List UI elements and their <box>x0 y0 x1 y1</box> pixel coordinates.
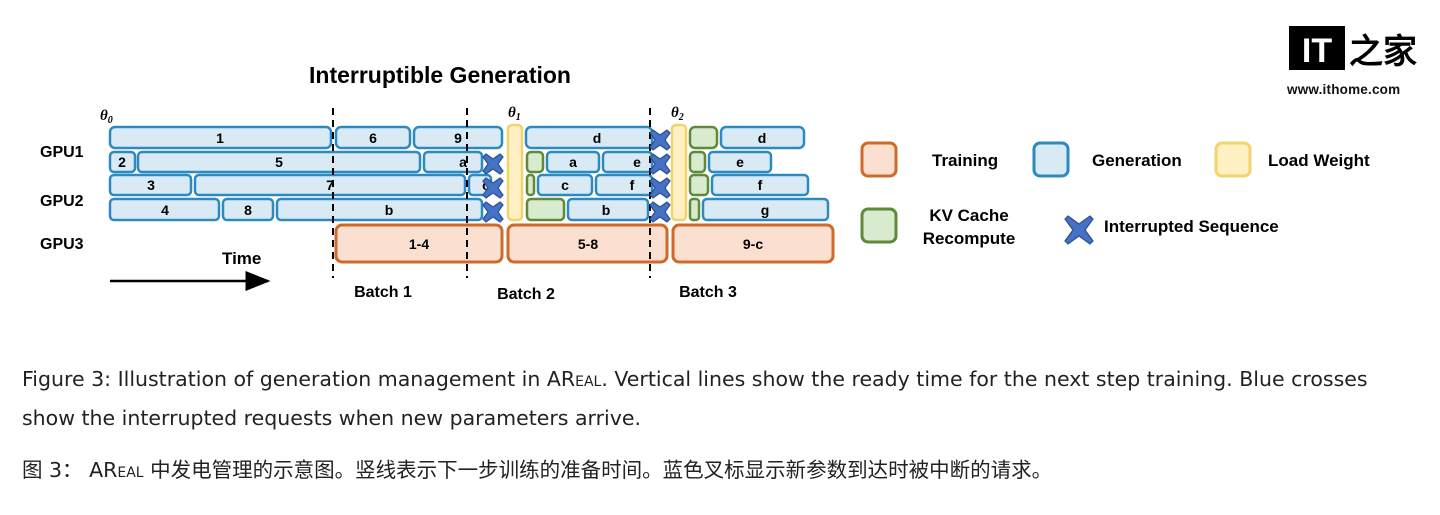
seq-a-cont-label: a <box>569 154 577 170</box>
training-batch-3-box <box>671 223 835 264</box>
seq-b-box <box>275 197 484 222</box>
caption-en-suffix: . Vertical lines show the ready time for… <box>22 367 1368 430</box>
seq-7-label: 7 <box>326 177 334 193</box>
legend-kv-cache-swatch <box>860 207 898 244</box>
seq-3-label: 3 <box>147 177 155 193</box>
seq-e-cont-box <box>707 150 773 174</box>
seq-9-box <box>412 125 504 150</box>
kv-recompute-box <box>688 150 707 174</box>
gpu1-label: GPU1 <box>40 144 84 161</box>
seq-5-box <box>136 150 422 174</box>
seq-b-cont-box <box>566 197 650 222</box>
seq-1-box <box>108 125 333 150</box>
seq-9-label: 9 <box>454 130 462 146</box>
batch-2-label: Batch 2 <box>497 286 555 303</box>
seq-3-box <box>108 173 193 197</box>
seq-c-cont-box <box>536 173 594 197</box>
batch-3-label: Batch 3 <box>679 284 737 301</box>
ithome-logo: IT 之家 <box>1289 26 1417 72</box>
logo-url: www.ithome.com <box>1287 82 1401 97</box>
figure-caption-chinese: 图 3： AReal 中发电管理的示意图。竖线表示下一步训练的准备时间。蓝色叉标… <box>22 452 1422 488</box>
seq-g-box <box>701 197 830 222</box>
caption-zh-suffix: 中发电管理的示意图。竖线表示下一步训练的准备时间。蓝色叉标显示新参数到达时被中断… <box>143 458 1053 482</box>
kv-recompute-box <box>688 197 701 222</box>
legend-interrupted-cross-icon <box>1064 215 1094 245</box>
gpu1-row2-sequences: 2 5 a a e e <box>108 150 773 174</box>
batch-1-label: Batch 1 <box>354 284 412 301</box>
caption-en-real: Real <box>560 367 602 391</box>
seq-e-box <box>601 150 654 174</box>
gpu2-label: GPU2 <box>40 193 84 210</box>
diagram-title: Interruptible Generation <box>309 62 571 88</box>
figure-caption-english: Figure 3: Illustration of generation man… <box>22 360 1422 438</box>
seq-8-box <box>221 197 275 222</box>
seq-4-box <box>108 197 221 222</box>
seq-7-box <box>193 173 467 197</box>
legend-kv-cache-label-2: Recompute <box>923 229 1016 248</box>
kv-recompute-box <box>525 173 536 197</box>
kv-recompute-box <box>525 197 566 222</box>
seq-a-cont-box <box>545 150 601 174</box>
seq-d-label: d <box>593 130 602 146</box>
seq-2-label: 2 <box>118 154 126 170</box>
kv-recompute-box <box>688 125 719 150</box>
legend-training-swatch <box>860 141 898 178</box>
legend-generation-swatch <box>1032 141 1070 178</box>
logo-it-text: IT <box>1302 32 1332 70</box>
kv-recompute-box <box>688 173 710 197</box>
seq-4-label: 4 <box>161 202 169 218</box>
legend-training-label: Training <box>932 151 998 170</box>
seq-e-cont-label: e <box>736 154 744 170</box>
seq-b-cont-label: b <box>602 202 611 218</box>
legend: Training Generation Load Weight KV Cache… <box>860 141 1370 248</box>
seq-d-cont-box <box>719 125 806 150</box>
load-weight-bar-2 <box>670 123 688 222</box>
interrupted-cross-icon <box>482 129 671 223</box>
seq-e-label: e <box>633 154 641 170</box>
training-batch-1-box <box>334 223 504 264</box>
training-batch-2-box <box>506 223 669 264</box>
seq-8-label: 8 <box>244 202 252 218</box>
seq-f-cont-box <box>710 173 810 197</box>
time-label: Time <box>222 249 261 268</box>
training-batch-3-label: 9-c <box>743 236 763 252</box>
seq-2-box <box>108 150 137 174</box>
gpu1-row1-sequences: 1 6 9 d d <box>108 125 806 150</box>
seq-a-label: a <box>459 154 467 170</box>
gpu2-row4-sequences: 4 8 b b g <box>108 197 830 222</box>
seq-f-cont-label: f <box>758 177 763 193</box>
caption-en-prefix: Figure 3: Illustration of generation man… <box>22 367 561 391</box>
caption-zh-real: Real <box>103 458 144 482</box>
theta-1-label: θ1 <box>508 105 521 123</box>
seq-c-cont-label: c <box>561 177 569 193</box>
seq-d-box <box>524 125 654 150</box>
training-batch-1-label: 1-4 <box>409 236 429 252</box>
training-batch-2-label: 5-8 <box>578 236 598 252</box>
seq-d-cont-label: d <box>758 130 767 146</box>
seq-g-label: g <box>761 202 770 218</box>
gpu3-label: GPU3 <box>40 236 84 253</box>
seq-f-label: f <box>630 177 635 193</box>
kv-recompute-box <box>525 150 545 174</box>
seq-b-label: b <box>385 202 394 218</box>
seq-f-box <box>594 173 654 197</box>
gpu2-row3-sequences: 3 7 c c f f <box>108 173 810 197</box>
legend-kv-cache-label-1: KV Cache <box>929 206 1008 225</box>
seq-6-box <box>334 125 412 150</box>
legend-interrupted-label: Interrupted Sequence <box>1104 217 1279 236</box>
seq-6-label: 6 <box>369 130 377 146</box>
legend-load-weight-label: Load Weight <box>1268 151 1370 170</box>
logo-home-text: 之家 <box>1349 32 1417 72</box>
theta-2-label: θ2 <box>671 105 684 123</box>
seq-5-label: 5 <box>275 154 283 170</box>
theta-0-label: θ0 <box>100 108 113 126</box>
architecture-diagram: Interruptible Generation θ0 θ1 θ2 GPU1 G… <box>40 62 1370 303</box>
load-weight-bar-1 <box>506 123 524 222</box>
legend-load-weight-swatch <box>1214 141 1252 178</box>
caption-zh-prefix: 图 3： A <box>22 458 104 482</box>
seq-a-box <box>422 150 484 174</box>
seq-1-label: 1 <box>216 130 224 146</box>
legend-generation-label: Generation <box>1092 151 1182 170</box>
